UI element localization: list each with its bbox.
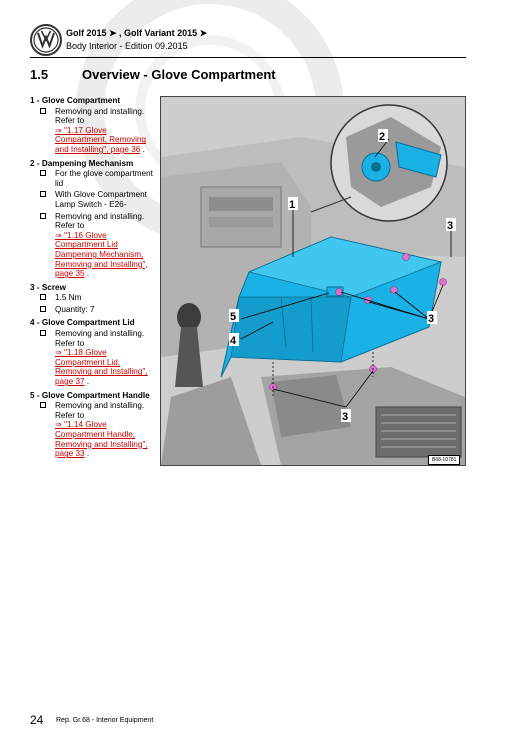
- bullet-item: Removing and installing. Refer to⇒ "1.18…: [40, 329, 158, 387]
- bullet-text: Removing and installing. Refer to: [55, 401, 145, 420]
- legend-item-title: 1 - Glove Compartment: [30, 96, 121, 105]
- section-number: 1.5: [30, 67, 49, 82]
- bullet-list: For the glove compartment lid With Glove…: [30, 169, 158, 279]
- bullet-text: Removing and installing. Refer to: [55, 106, 145, 126]
- cross-reference-link[interactable]: ⇒ "1.17 Glove Compartment, Removing and …: [55, 125, 147, 154]
- legend-item: 3 - Screw 1.5 Nm Quantity: 7: [30, 283, 158, 315]
- legend-item-title: 3 - Screw: [30, 282, 66, 292]
- legend-item: 2 - Dampening Mechanism For the glove co…: [30, 159, 158, 279]
- callout-label: 3: [342, 411, 348, 423]
- bullet-text: Quantity: 7: [55, 304, 95, 314]
- cross-reference-link[interactable]: ⇒ "1.14 Glove Compartment Handle, Removi…: [55, 420, 148, 459]
- callout-label: 4: [230, 335, 237, 347]
- section-title: Overview - Glove Compartment: [82, 67, 276, 82]
- checkbox-bullet-icon: [40, 330, 46, 337]
- checkbox-bullet-icon: [40, 212, 46, 219]
- legend-item: 5 - Glove Compartment Handle Removing an…: [30, 391, 158, 459]
- callout-label: 2: [379, 131, 385, 143]
- checkbox-bullet-icon: [40, 170, 46, 177]
- figure-id: B68-10781: [428, 455, 461, 465]
- header-divider: [30, 57, 466, 58]
- bullet-text: Removing and installing. Refer to: [55, 211, 145, 231]
- bullet-item: Removing and installing. Refer to⇒ "1.16…: [40, 212, 158, 279]
- checkbox-bullet-icon: [40, 191, 46, 198]
- bullet-item: Removing and installing. Refer to⇒ "1.14…: [40, 401, 158, 459]
- callout-label: 3: [428, 313, 434, 325]
- footer-chapter: Rep. Gr.68 - Interior Equipment: [56, 717, 154, 724]
- legend-item-title: 2 - Dampening Mechanism: [30, 158, 134, 168]
- checkbox-bullet-icon: [40, 294, 46, 301]
- checkbox-bullet-icon: [40, 305, 46, 312]
- bullet-text: For the glove compartment lid: [55, 169, 153, 188]
- bullet-list: Removing and installing. Refer to⇒ "1.18…: [30, 329, 158, 387]
- bullet-text: Removing and installing. Refer to: [55, 329, 145, 348]
- bullet-text: 1.5 Nm: [55, 293, 82, 303]
- bullet-list: Removing and installing. Refer to⇒ "1.17…: [30, 107, 158, 155]
- header-section-line: Body Interior - Edition 09.2015: [66, 41, 188, 51]
- bullet-text: With Glove Compartment Lamp Switch - E26…: [55, 190, 147, 209]
- callout-label: 1: [289, 199, 295, 211]
- exploded-view-figure: 1 2 3 3 3 4 5: [160, 96, 466, 466]
- bullet-item: For the glove compartment lid: [40, 169, 158, 188]
- legend-item-title: 4 - Glove Compartment Lid: [30, 318, 135, 328]
- checkbox-bullet-icon: [40, 402, 46, 409]
- cross-reference-link[interactable]: ⇒ "1.18 Glove Compartment Lid, Removing …: [55, 348, 148, 387]
- bullet-item: Removing and installing. Refer to⇒ "1.17…: [40, 107, 158, 155]
- glove-compartment-illustration: 1 2 3 3 3 4 5: [161, 97, 465, 465]
- callout-label: 3: [447, 220, 453, 232]
- vw-logo-icon: [30, 24, 62, 56]
- bullet-list: 1.5 Nm Quantity: 7: [30, 293, 158, 314]
- bullet-item: 1.5 Nm: [40, 293, 158, 303]
- bullet-item: Quantity: 7: [40, 305, 158, 315]
- header-model-line: Golf 2015 ➤ , Golf Variant 2015 ➤: [66, 28, 208, 38]
- bullet-item: With Glove Compartment Lamp Switch - E26…: [40, 190, 158, 209]
- bullet-list: Removing and installing. Refer to⇒ "1.14…: [30, 401, 158, 459]
- legend-list: 1 - Glove Compartment Removing and insta…: [30, 96, 158, 463]
- checkbox-bullet-icon: [40, 107, 46, 114]
- cross-reference-link[interactable]: ⇒ "1.16 Glove Compartment Lid Dampening …: [55, 230, 148, 279]
- legend-item: 4 - Glove Compartment Lid Removing and i…: [30, 318, 158, 386]
- callout-label: 5: [230, 311, 236, 323]
- page-number: 24: [30, 713, 44, 727]
- legend-item-title: 5 - Glove Compartment Handle: [30, 390, 150, 400]
- legend-item: 1 - Glove Compartment Removing and insta…: [30, 96, 158, 155]
